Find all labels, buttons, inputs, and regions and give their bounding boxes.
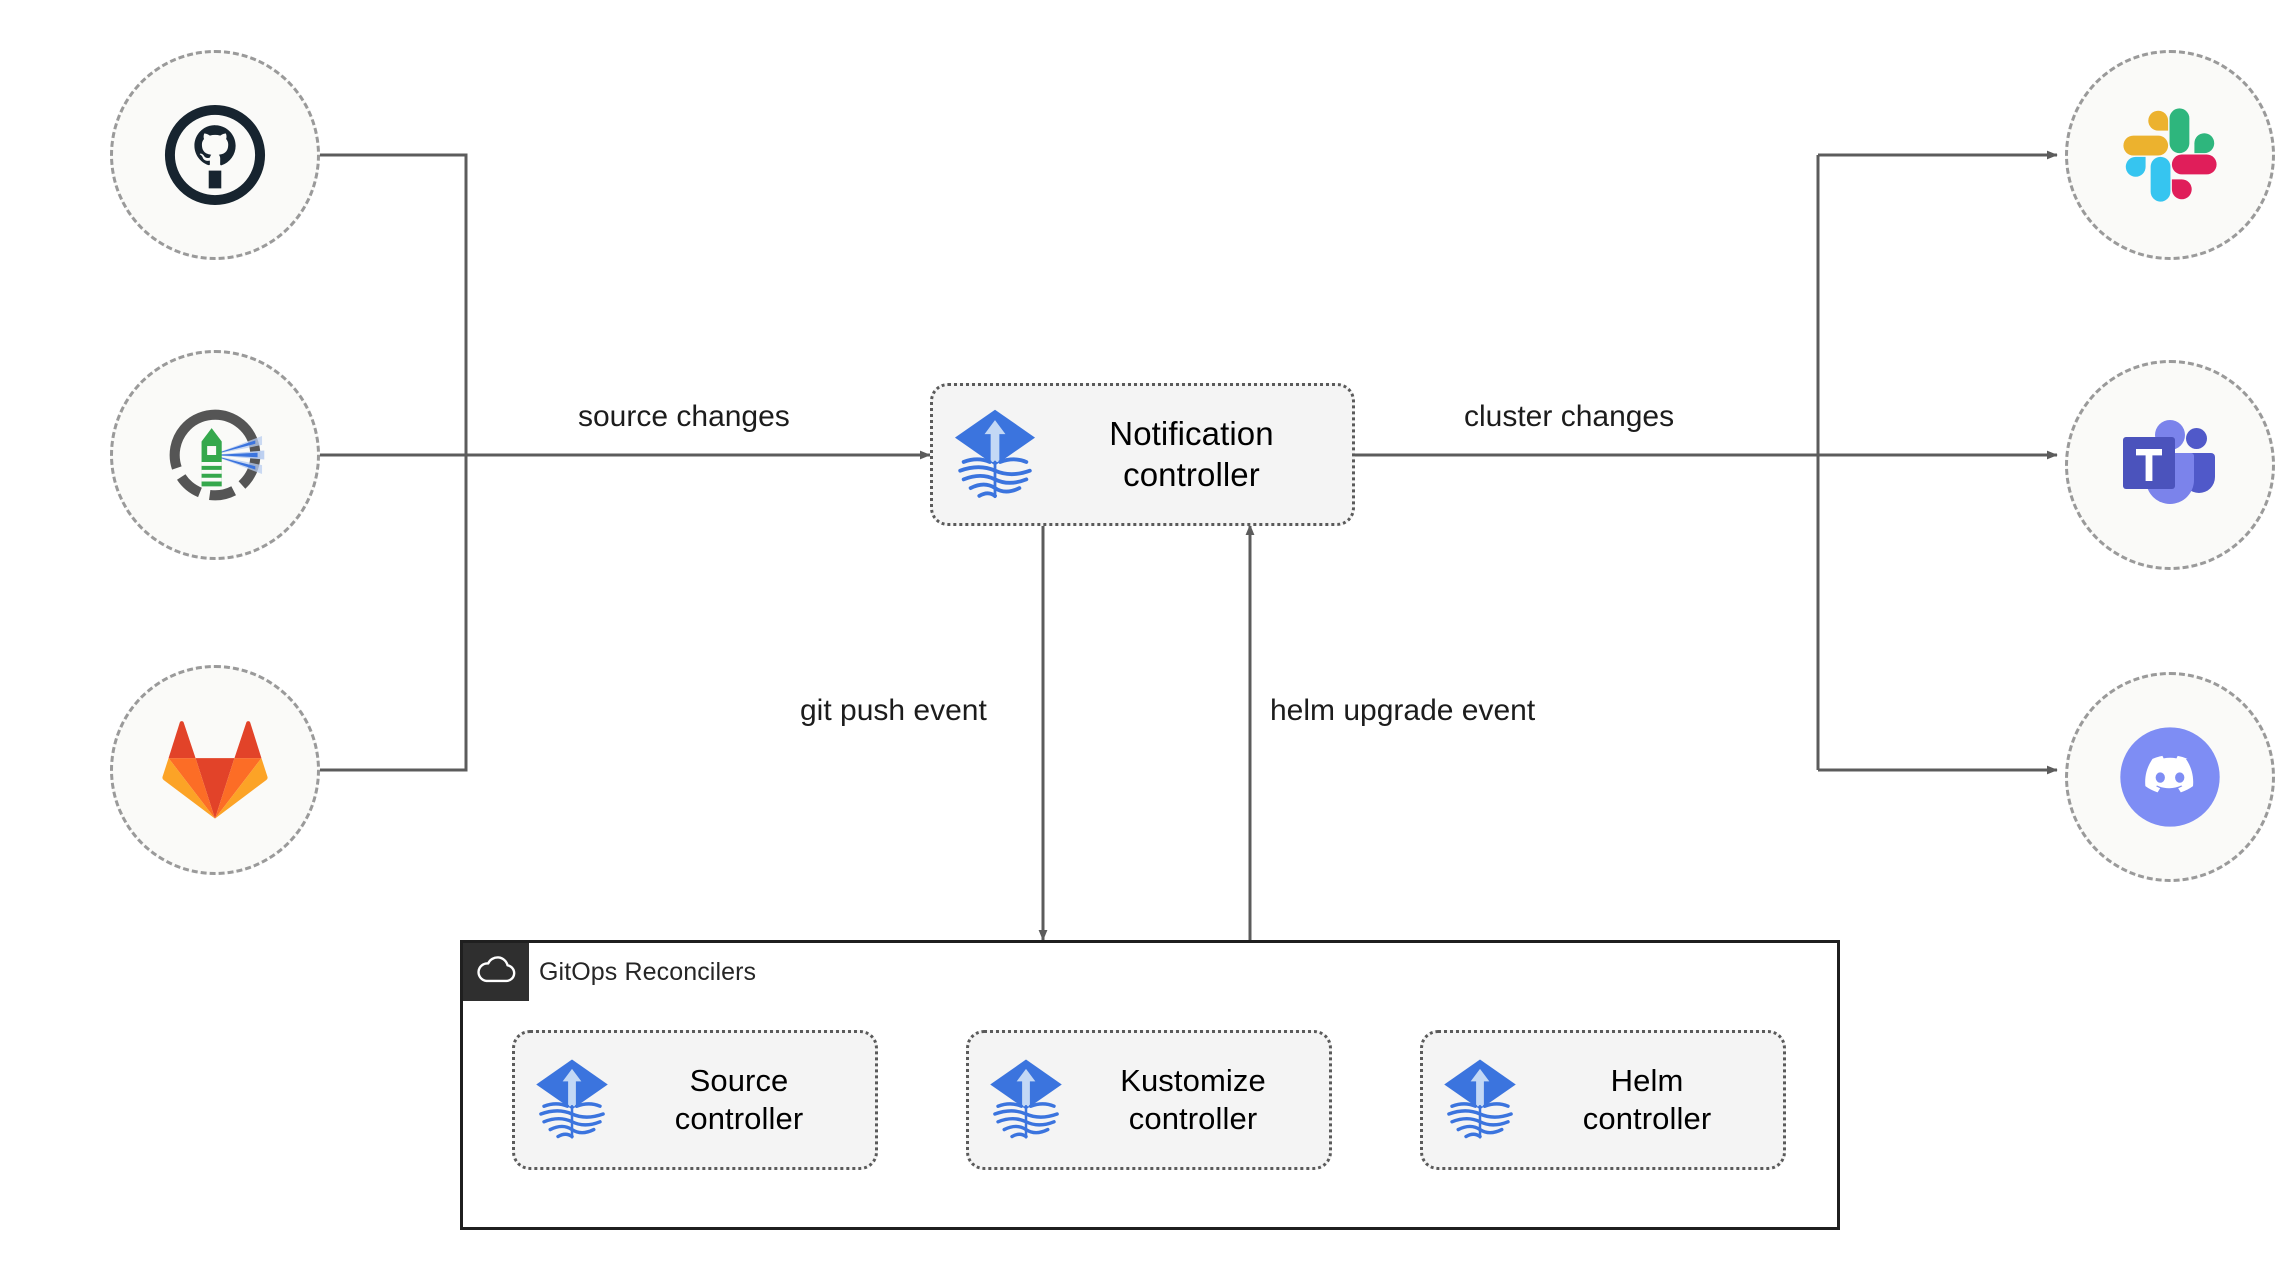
flux-icon xyxy=(951,408,1039,502)
flux-icon xyxy=(987,1058,1065,1142)
controller-notification-label: Notification controller xyxy=(1109,415,1274,493)
sink-node-teams[interactable] xyxy=(2065,360,2275,570)
controller-source-label: Source controller xyxy=(674,1063,804,1136)
edge-label-git-push-event: git push event xyxy=(800,694,987,727)
sink-node-discord[interactable] xyxy=(2065,672,2275,882)
source-node-helm[interactable] xyxy=(110,350,320,560)
discord-icon xyxy=(2116,723,2224,831)
flux-icon xyxy=(533,1058,611,1142)
flux-icon xyxy=(1441,1058,1519,1142)
slack-icon xyxy=(2122,107,2218,203)
source-node-gitlab[interactable] xyxy=(110,665,320,875)
github-icon xyxy=(163,103,267,207)
group-icon-tab xyxy=(463,943,529,1001)
sink-node-slack[interactable] xyxy=(2065,50,2275,260)
helm-icon xyxy=(159,399,271,511)
group-title: GitOps Reconcilers xyxy=(539,957,757,986)
gitlab-icon xyxy=(161,718,269,822)
source-node-github[interactable] xyxy=(110,50,320,260)
controller-notification[interactable]: Notification controller xyxy=(930,383,1355,526)
edge-label-source-changes: source changes xyxy=(578,400,790,433)
controller-kustomize-label: Kustomize controller xyxy=(1120,1063,1266,1136)
controller-kustomize[interactable]: Kustomize controller xyxy=(966,1030,1332,1170)
teams-icon xyxy=(2119,417,2221,513)
controller-helm-label: Helm controller xyxy=(1582,1063,1712,1136)
cloud-icon xyxy=(476,955,516,989)
controller-helm[interactable]: Helm controller xyxy=(1420,1030,1786,1170)
controller-source[interactable]: Source controller xyxy=(512,1030,878,1170)
edge-label-helm-upgrade-event: helm upgrade event xyxy=(1270,694,1536,727)
edge-label-cluster-changes: cluster changes xyxy=(1464,400,1675,433)
